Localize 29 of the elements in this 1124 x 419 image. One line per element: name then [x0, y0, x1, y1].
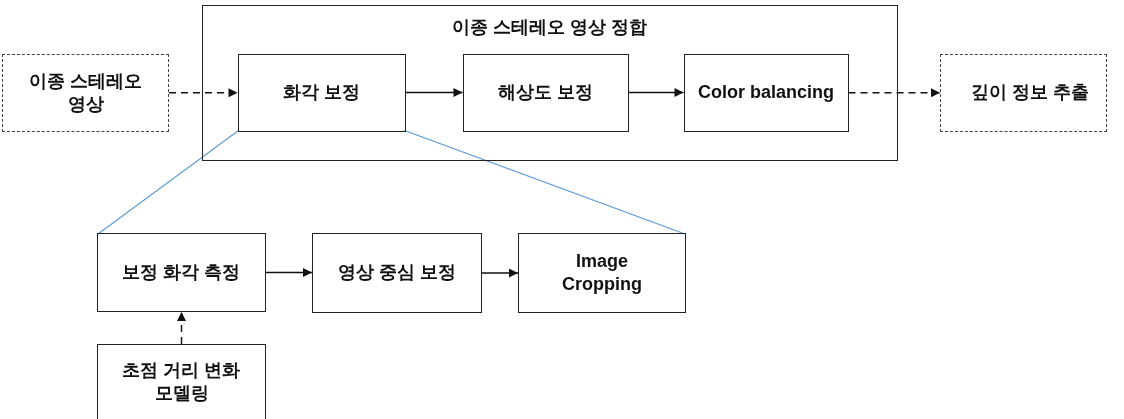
process-box	[462, 53, 629, 132]
dashed-arrow	[177, 311, 186, 345]
process-box	[312, 233, 482, 313]
step-label: 해상도 보정	[498, 80, 593, 104]
process-box	[97, 233, 266, 312]
step-label: Image Cropping	[561, 249, 643, 296]
dashed-box	[940, 54, 1107, 132]
step-label: 깊이 정보 추출	[971, 81, 1090, 105]
step-label: 초점 거리 변화 모델링	[121, 358, 242, 405]
dashed-arrow	[847, 88, 941, 98]
process-box	[518, 233, 686, 313]
arrow	[627, 88, 685, 97]
process-box	[237, 53, 406, 132]
guide-line	[97, 129, 240, 235]
step-label: 영상 중심 보정	[338, 261, 456, 285]
arrow	[481, 268, 519, 278]
guide-line	[403, 129, 686, 235]
group-title: 이종 스테레오 영상 정합	[452, 16, 648, 39]
step-label: 보정 화각 측정	[122, 260, 241, 284]
step-label: 이종 스테레오 영상	[28, 69, 143, 116]
arrow	[265, 268, 313, 277]
dashed-box	[2, 54, 169, 132]
step-label: 화각 보정	[283, 80, 360, 104]
process-box	[97, 344, 266, 419]
process-box	[683, 53, 849, 132]
step-label: Color balancing	[698, 80, 834, 104]
dashed-arrow	[168, 88, 239, 98]
arrow	[404, 88, 464, 97]
group-frame	[202, 5, 898, 161]
